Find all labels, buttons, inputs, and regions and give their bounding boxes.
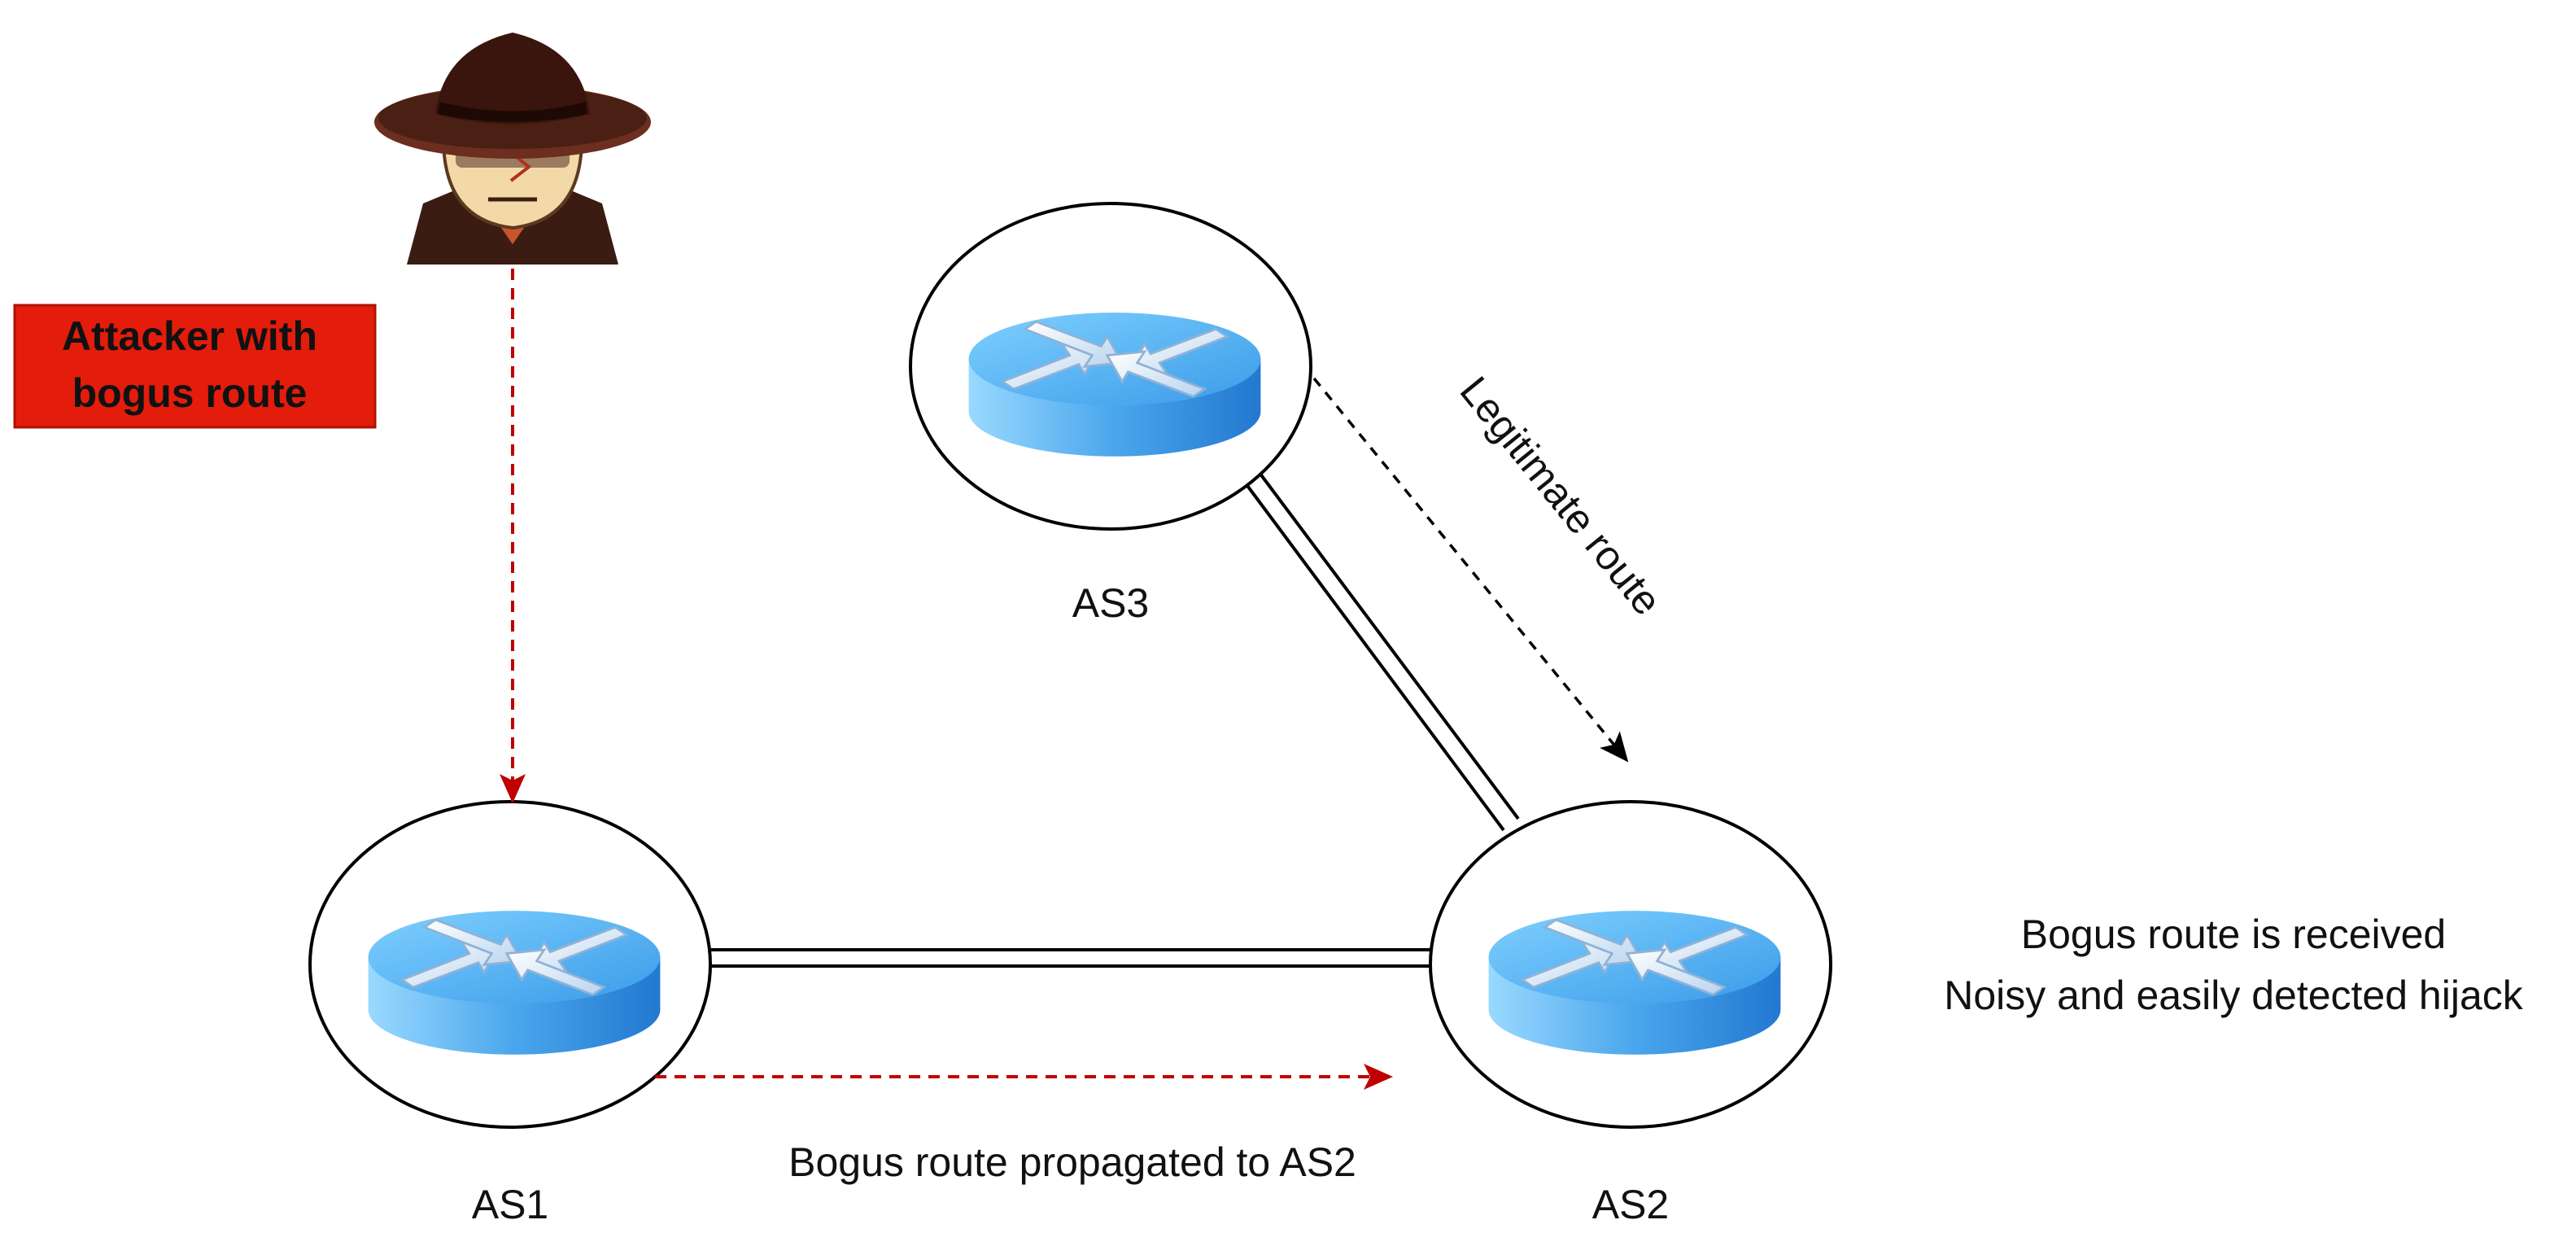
bogus-propagation-label: Bogus route propagated to AS2 <box>788 1139 1356 1185</box>
attacker-icon <box>374 33 651 265</box>
legitimate-route-label: Legitimate route <box>1452 368 1670 623</box>
note-line1: Bogus route is received <box>2021 912 2447 957</box>
as2-label: AS2 <box>1592 1182 1670 1227</box>
note-line2: Noisy and easily detected hijack <box>1944 973 2523 1018</box>
attacker-label-box: Attacker with bogus route <box>13 304 377 429</box>
router-icon <box>1487 909 1782 1056</box>
legitimate-route-arrow <box>1312 377 1629 763</box>
link-as1-as2 <box>706 948 1432 968</box>
router-icon <box>367 909 661 1056</box>
attacker-label-line2: bogus route <box>72 370 308 416</box>
attacker-label-line1: Attacker with <box>62 313 317 359</box>
as1-node[interactable] <box>308 800 712 1129</box>
as1-label: AS1 <box>472 1182 549 1227</box>
as3-label: AS3 <box>1072 580 1150 626</box>
router-icon <box>967 311 1262 458</box>
as2-node[interactable] <box>1429 800 1832 1129</box>
as3-node[interactable] <box>909 202 1312 531</box>
link-as3-as2 <box>1242 468 1520 832</box>
